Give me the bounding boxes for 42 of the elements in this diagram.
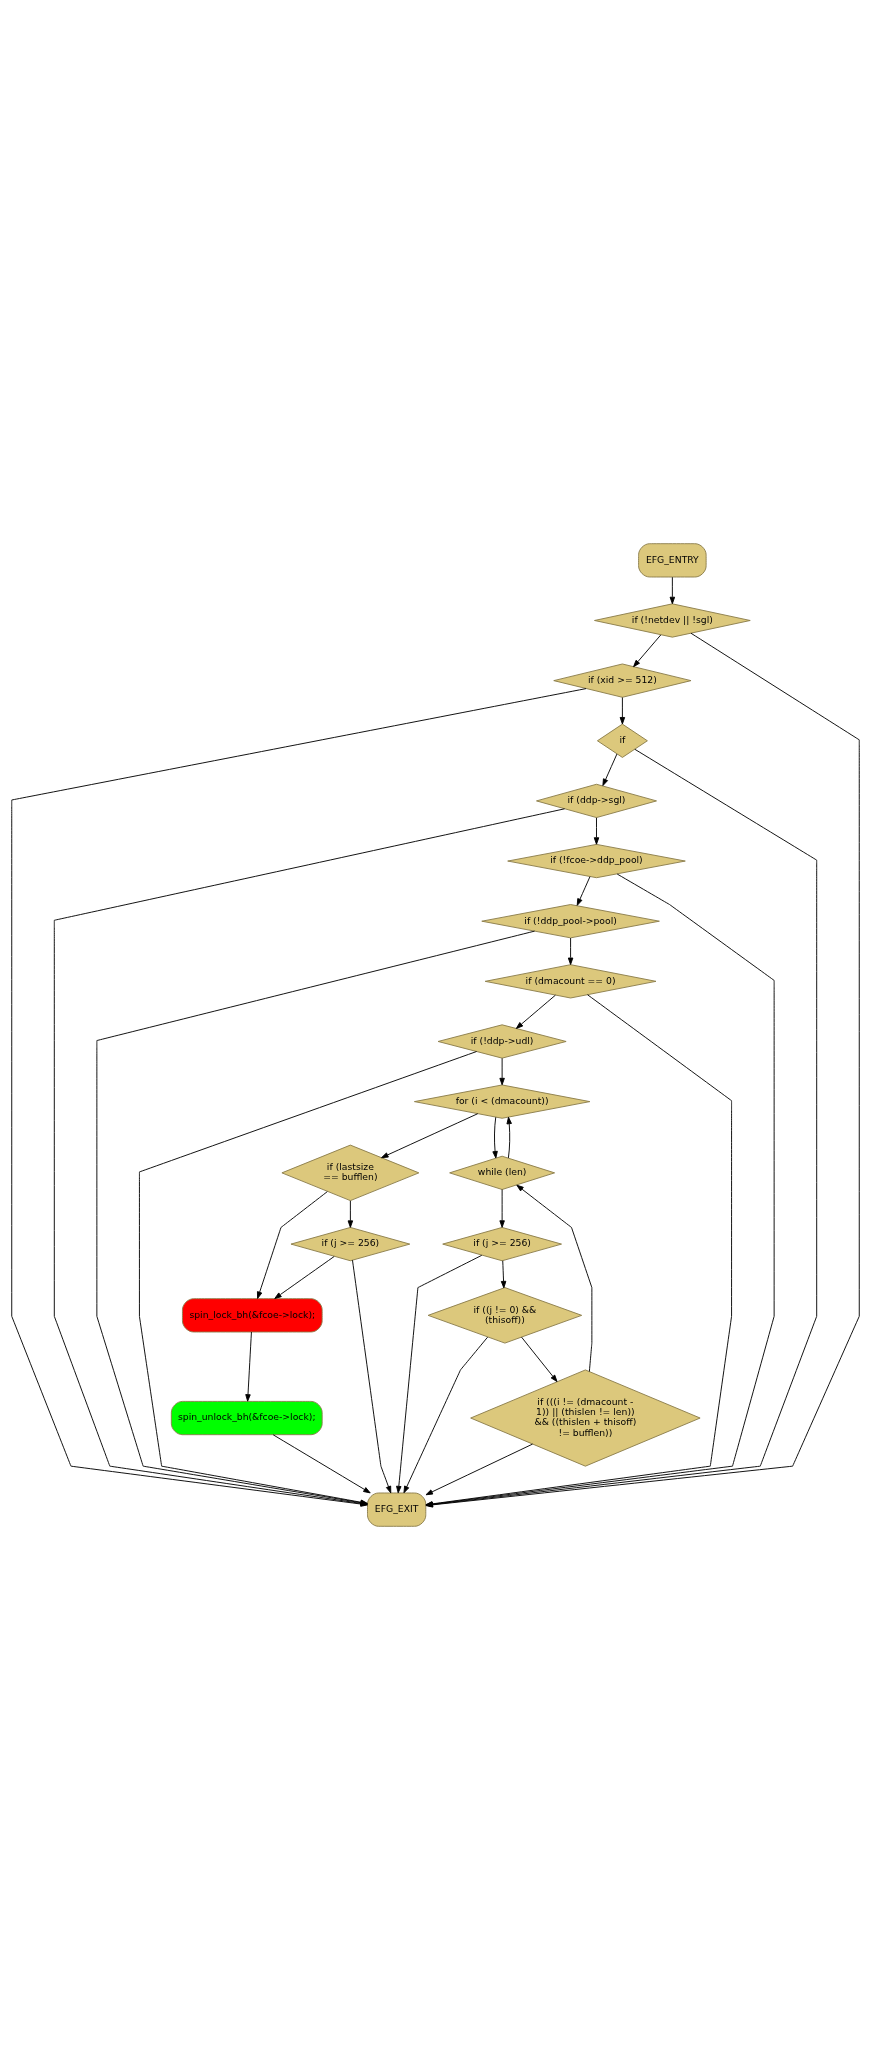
node-diamond: if (dmacount == 0) <box>484 964 657 999</box>
arrow <box>500 1260 507 1289</box>
node-box: spin_unlock_bh(&fcoe->lock); <box>170 1400 323 1436</box>
arrow <box>602 753 618 787</box>
arrow <box>516 1184 593 1372</box>
arrow <box>396 1254 483 1494</box>
node-diamond: if ((j != 0) && (thisoff)) <box>427 1287 583 1344</box>
arrow <box>425 1443 534 1496</box>
arrow <box>567 937 574 965</box>
arrow <box>347 1200 354 1228</box>
arrow <box>352 1259 392 1494</box>
arrow <box>245 1331 252 1402</box>
arrow <box>499 1189 505 1228</box>
arrow <box>492 1116 498 1159</box>
node-diamond: if (xid >= 512) <box>553 663 692 698</box>
node-diamond: if (((i != (dmacount - 1)) || (thislen != len)) && ((thislen + thisoff) != bufflen)) <box>470 1369 701 1467</box>
node-diamond: if (!fcoe->ddp_pool) <box>507 843 686 879</box>
node-box: EFG_EXIT <box>367 1492 427 1527</box>
node-diamond: if (!ddp_pool->pool) <box>481 904 660 939</box>
node-diamond: if (lastsize == bufflen) <box>281 1144 420 1202</box>
node-box: spin_lock_bh(&fcoe->lock); <box>182 1298 323 1333</box>
arrow <box>633 634 662 668</box>
arrow <box>256 1191 328 1299</box>
node-diamond: if (ddp->sgl) <box>536 783 657 819</box>
arrow <box>515 994 556 1029</box>
arrow <box>506 1116 512 1159</box>
arrow <box>381 1113 479 1159</box>
node-diamond: if (!netdev || !sgl) <box>594 603 751 638</box>
arrow <box>521 1336 558 1383</box>
node-box: EFG_ENTRY <box>638 543 707 578</box>
arrow <box>272 1434 371 1494</box>
arrow <box>593 817 600 845</box>
arrow <box>403 1336 489 1494</box>
arrow <box>499 1057 505 1086</box>
node-diamond: if <box>596 723 648 758</box>
node-diamond: if (j >= 256) <box>290 1227 411 1262</box>
arrow <box>274 1256 335 1299</box>
node-diamond: for (i < (dmacount)) <box>413 1084 591 1119</box>
node-diamond: if (j >= 256) <box>442 1227 562 1262</box>
arrow <box>619 697 626 725</box>
arrow <box>576 876 591 906</box>
arrow <box>669 576 676 605</box>
